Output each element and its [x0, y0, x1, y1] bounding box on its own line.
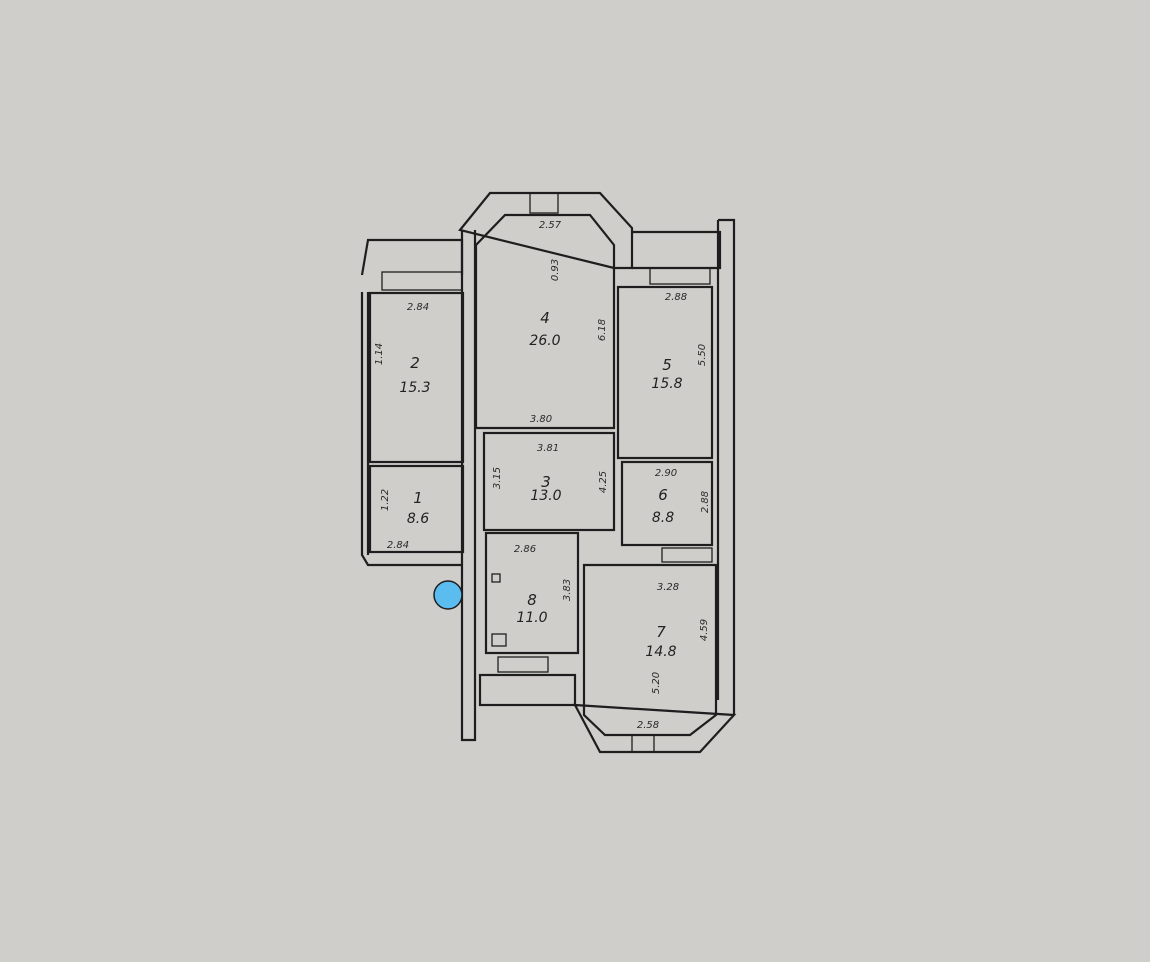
room-dimension: 3.15: [492, 467, 503, 489]
room-dimension: 2.84: [387, 540, 409, 551]
room-number: 1: [413, 489, 423, 507]
room-area: 15.3: [399, 380, 430, 396]
room-dimension: 2.90: [655, 468, 677, 479]
room-dimension: 2.88: [700, 491, 711, 513]
room-dimension: 4.25: [598, 471, 609, 493]
room-dimension: 3.83: [562, 579, 573, 601]
room-number: 7: [656, 623, 666, 641]
room-dimension: 2.86: [514, 544, 536, 555]
room-dimension: 2.84: [407, 302, 429, 313]
room-dimension: 3.28: [657, 582, 679, 593]
room-dimension: 2.88: [665, 292, 687, 303]
walls: [360, 191, 737, 754]
room-dimension: 6.18: [597, 319, 608, 341]
room-dimension: 1.22: [380, 489, 391, 511]
room-area: 8.8: [652, 510, 674, 526]
room-number: 3: [541, 473, 551, 491]
room-number: 8: [527, 591, 537, 609]
room-5: 5 15.8 2.88 5.50: [651, 292, 708, 392]
room-dimension: 0.93: [550, 259, 561, 281]
room-area: 11.0: [516, 610, 547, 626]
room-area: 15.8: [651, 376, 682, 392]
room-area: 13.0: [530, 488, 561, 504]
room-number: 4: [540, 309, 550, 327]
room-6: 6 8.8 2.90 2.88: [652, 468, 711, 526]
room-number: 2: [410, 354, 420, 372]
room-8: 8 11.0 2.86 3.83: [514, 544, 573, 626]
door-marker-icon: [433, 580, 463, 610]
room-dimension: 3.80: [530, 414, 552, 425]
room-dimension: 3.81: [537, 443, 559, 454]
room-area: 14.8: [645, 644, 676, 660]
room-7: 7 14.8 3.28 4.59 5.20 2.58: [637, 582, 710, 731]
room-dimension: 2.58: [637, 720, 659, 731]
room-2: 2 15.3 2.84 1.14: [374, 302, 431, 396]
room-dimension: 5.20: [651, 672, 662, 694]
room-dimension: 4.59: [699, 619, 710, 641]
room-dimension: 2.57: [539, 220, 562, 231]
room-dimension: 5.50: [697, 344, 708, 366]
room-4: 4 26.0 2.57 0.93 6.18 3.80: [529, 220, 608, 425]
room-1: 1 8.6 1.22 2.84: [380, 489, 429, 551]
room-area: 8.6: [407, 511, 429, 527]
room-area: 26.0: [529, 333, 560, 349]
room-dimension: 1.14: [374, 343, 385, 365]
room-number: 5: [662, 356, 672, 374]
room-number: 6: [658, 486, 668, 504]
room-3: 3 13.0 3.81 3.15 4.25: [492, 443, 609, 504]
